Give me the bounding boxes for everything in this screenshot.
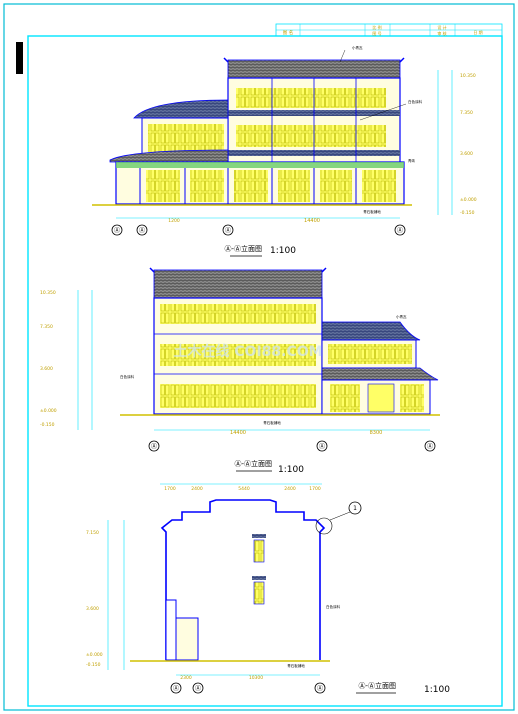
elev-2-7350: 7.350 bbox=[40, 324, 53, 330]
windows-level-2 bbox=[236, 125, 386, 147]
title-cell-1: 比 例 bbox=[372, 24, 381, 30]
dim-bottom-0: 2300 bbox=[180, 675, 192, 681]
caption-2: Ⓐ-Ⓐ立面图 bbox=[234, 459, 272, 468]
roof-left-wing bbox=[133, 99, 229, 119]
axis-1-a: Ⓐ bbox=[114, 227, 120, 235]
dim-top-2: 5440 bbox=[238, 486, 250, 492]
axis-2-c: Ⓐ bbox=[427, 443, 433, 451]
note-2-roof: 小青瓦 bbox=[396, 314, 407, 319]
elev-1-10350: 10.350 bbox=[460, 73, 476, 79]
title-cell-2: 图 号 bbox=[372, 30, 381, 36]
elevation-3: 1700 2400 5440 2400 1700 青石板铺地 2300 1030… bbox=[86, 483, 450, 695]
dim-top-3: 2400 bbox=[284, 486, 296, 492]
caption-3: Ⓐ-Ⓐ立面图 bbox=[358, 681, 396, 690]
elev-1-3600: 3.600 bbox=[460, 151, 473, 157]
watermark: 土木在线 COI88.COM bbox=[173, 343, 322, 360]
roof-right-wing bbox=[321, 321, 421, 341]
elev-3-3600: 3.600 bbox=[86, 606, 99, 612]
roof-main-2 bbox=[153, 269, 323, 299]
detail-ref-bubble bbox=[348, 501, 362, 515]
elev-2-000: ±0.000 bbox=[40, 408, 57, 414]
note-1-paint: 白色涂料 bbox=[408, 99, 422, 104]
dim-side-2: 8300 bbox=[370, 430, 383, 436]
dim-top-4: 1700 bbox=[309, 486, 321, 492]
title-cell-4: 审 核 bbox=[437, 30, 446, 36]
elev-3-7150: 7.150 bbox=[86, 530, 99, 536]
binding-mark bbox=[16, 42, 23, 74]
ground-note-1: 青石板铺地 bbox=[363, 209, 381, 214]
axis-1-c: Ⓐ bbox=[225, 227, 231, 235]
axis-3-c: Ⓐ bbox=[317, 685, 323, 693]
title-cell-5: 日 期 bbox=[473, 29, 482, 35]
scale-3: 1:100 bbox=[424, 685, 450, 695]
axis-3-b: Ⓐ bbox=[195, 685, 201, 693]
outer-border bbox=[3, 3, 515, 711]
ground-note-2: 青石板铺地 bbox=[263, 420, 281, 425]
axis-1-d: Ⓐ bbox=[397, 227, 403, 235]
elev-3-m150: -0.150 bbox=[86, 662, 101, 668]
elev-2-3600: 3.600 bbox=[40, 366, 53, 372]
dim-top-1: 2400 bbox=[191, 486, 203, 492]
dim-total-1: 14400 bbox=[304, 218, 320, 224]
windows-level-3 bbox=[236, 88, 386, 108]
axis-2-a: Ⓐ bbox=[151, 443, 157, 451]
dim-bottom-1: 10300 bbox=[249, 675, 263, 681]
note-2-paint: 白色涂料 bbox=[120, 374, 134, 379]
title-cell-0: 图 名 bbox=[283, 29, 293, 36]
elev-3-000: ±0.000 bbox=[86, 652, 103, 658]
axis-2-b: Ⓐ bbox=[319, 443, 325, 451]
elevation-2: 土木在线 COI88.COM 青石板铺地 14400 8300 Ⓐ Ⓐ Ⓐ 10… bbox=[40, 267, 440, 475]
dim-main-2: 14400 bbox=[230, 430, 246, 436]
gable-window-lower bbox=[253, 581, 265, 605]
scale-1: 1:100 bbox=[270, 246, 296, 256]
dim-top-0: 1700 bbox=[164, 486, 176, 492]
elev-2-10350: 10.350 bbox=[40, 290, 56, 296]
ground-note-3: 青石板铺地 bbox=[287, 663, 305, 668]
elev-1-7350: 7.350 bbox=[460, 110, 473, 116]
title-cell-3: 设 计 bbox=[437, 24, 446, 30]
note-1-roof: 小青瓦 bbox=[352, 45, 363, 50]
detail-ref-label: 1 bbox=[353, 505, 357, 512]
elev-1-000: ±0.000 bbox=[460, 197, 477, 203]
note-1-brick: 青砖 bbox=[408, 158, 416, 163]
note-3-paint: 白色涂料 bbox=[326, 604, 340, 609]
gable-window-upper bbox=[253, 539, 265, 563]
dim-left-1: 1200 bbox=[168, 218, 180, 224]
title-block: 图 名 比 例 图 号 设 计 审 核 日 期 bbox=[275, 23, 503, 37]
axis-1-b: Ⓐ bbox=[139, 227, 145, 235]
elevation-1: 青石板铺地 1200 14400 Ⓐ Ⓐ Ⓐ Ⓐ 10.350 7.350 3.… bbox=[92, 45, 477, 257]
roof-main bbox=[227, 59, 401, 79]
axis-3-a: Ⓐ bbox=[173, 685, 179, 693]
inner-border bbox=[27, 35, 503, 707]
elev-1-m150: -0.150 bbox=[460, 210, 475, 216]
elev-2-m150: -0.150 bbox=[40, 422, 55, 428]
scale-2: 1:100 bbox=[278, 465, 304, 475]
caption-1: Ⓐ-Ⓐ立面图 bbox=[224, 244, 262, 253]
